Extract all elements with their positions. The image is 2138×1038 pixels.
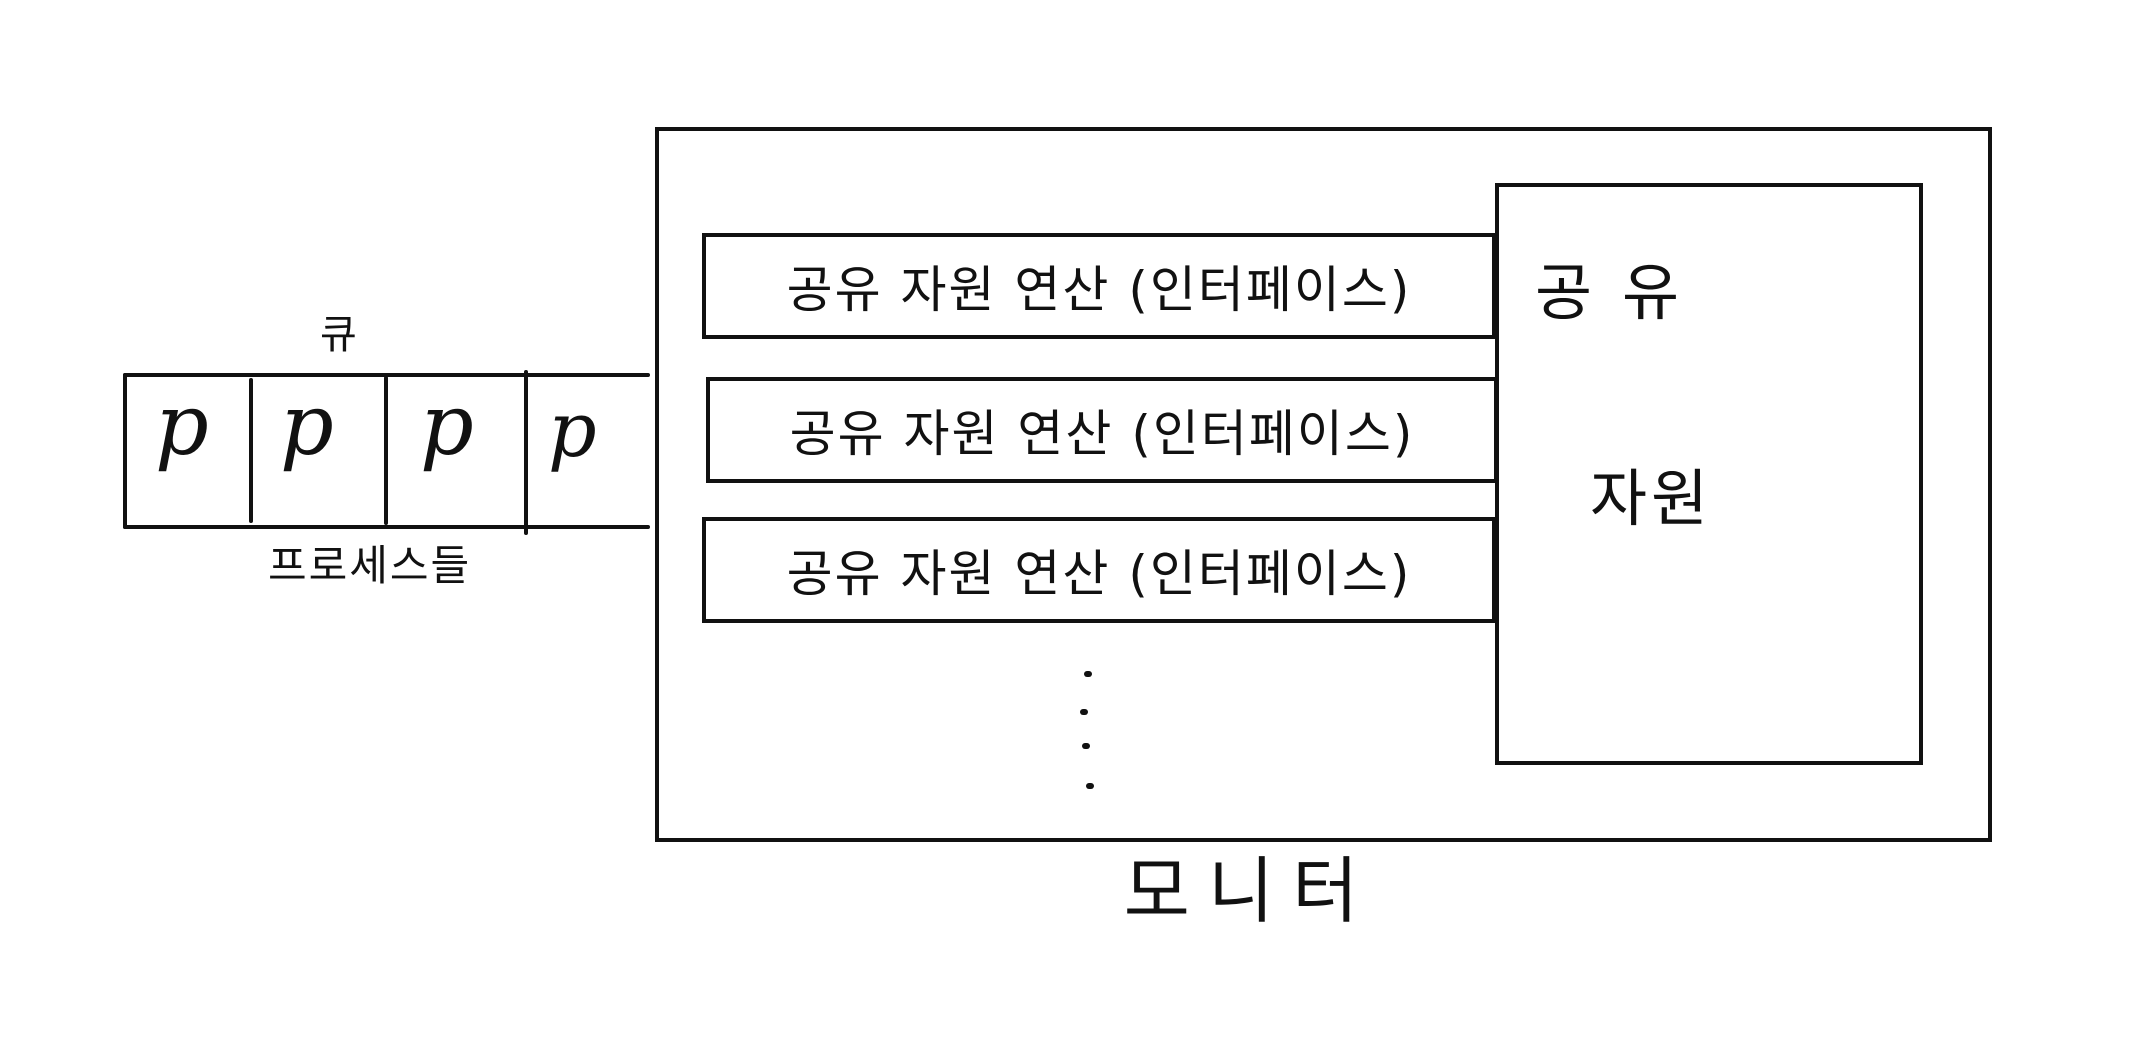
- process-item: p: [420, 376, 474, 474]
- operation-label: 공유 자원 연산 (인터페이스): [786, 261, 1412, 319]
- processes-label: 프로세스들: [268, 541, 472, 590]
- queue-label: 큐: [320, 312, 357, 358]
- operation-interface: 공유 자원 연산 (인터페이스): [706, 377, 1498, 483]
- ellipsis-dot: [1084, 671, 1092, 677]
- monitor-box: [655, 127, 1992, 842]
- process-item: p: [280, 376, 334, 474]
- ellipsis-dot: [1082, 743, 1090, 749]
- process-item: p: [548, 385, 597, 474]
- shared-resource-label-line2: 자원: [1590, 462, 1713, 535]
- shared-resource-box: [1495, 183, 1923, 765]
- operation-label: 공유 자원 연산 (인터페이스): [786, 545, 1412, 603]
- monitor-label: 모니터: [1123, 849, 1377, 933]
- shared-resource-label-line1: 공유: [1535, 256, 1710, 329]
- operation-interface: 공유 자원 연산 (인터페이스): [702, 517, 1496, 623]
- process-item: p: [155, 376, 209, 474]
- operation-label: 공유 자원 연산 (인터페이스): [789, 405, 1415, 463]
- operation-interface: 공유 자원 연산 (인터페이스): [702, 233, 1496, 339]
- ellipsis-dot: [1080, 709, 1088, 715]
- ellipsis-dot: [1086, 783, 1094, 789]
